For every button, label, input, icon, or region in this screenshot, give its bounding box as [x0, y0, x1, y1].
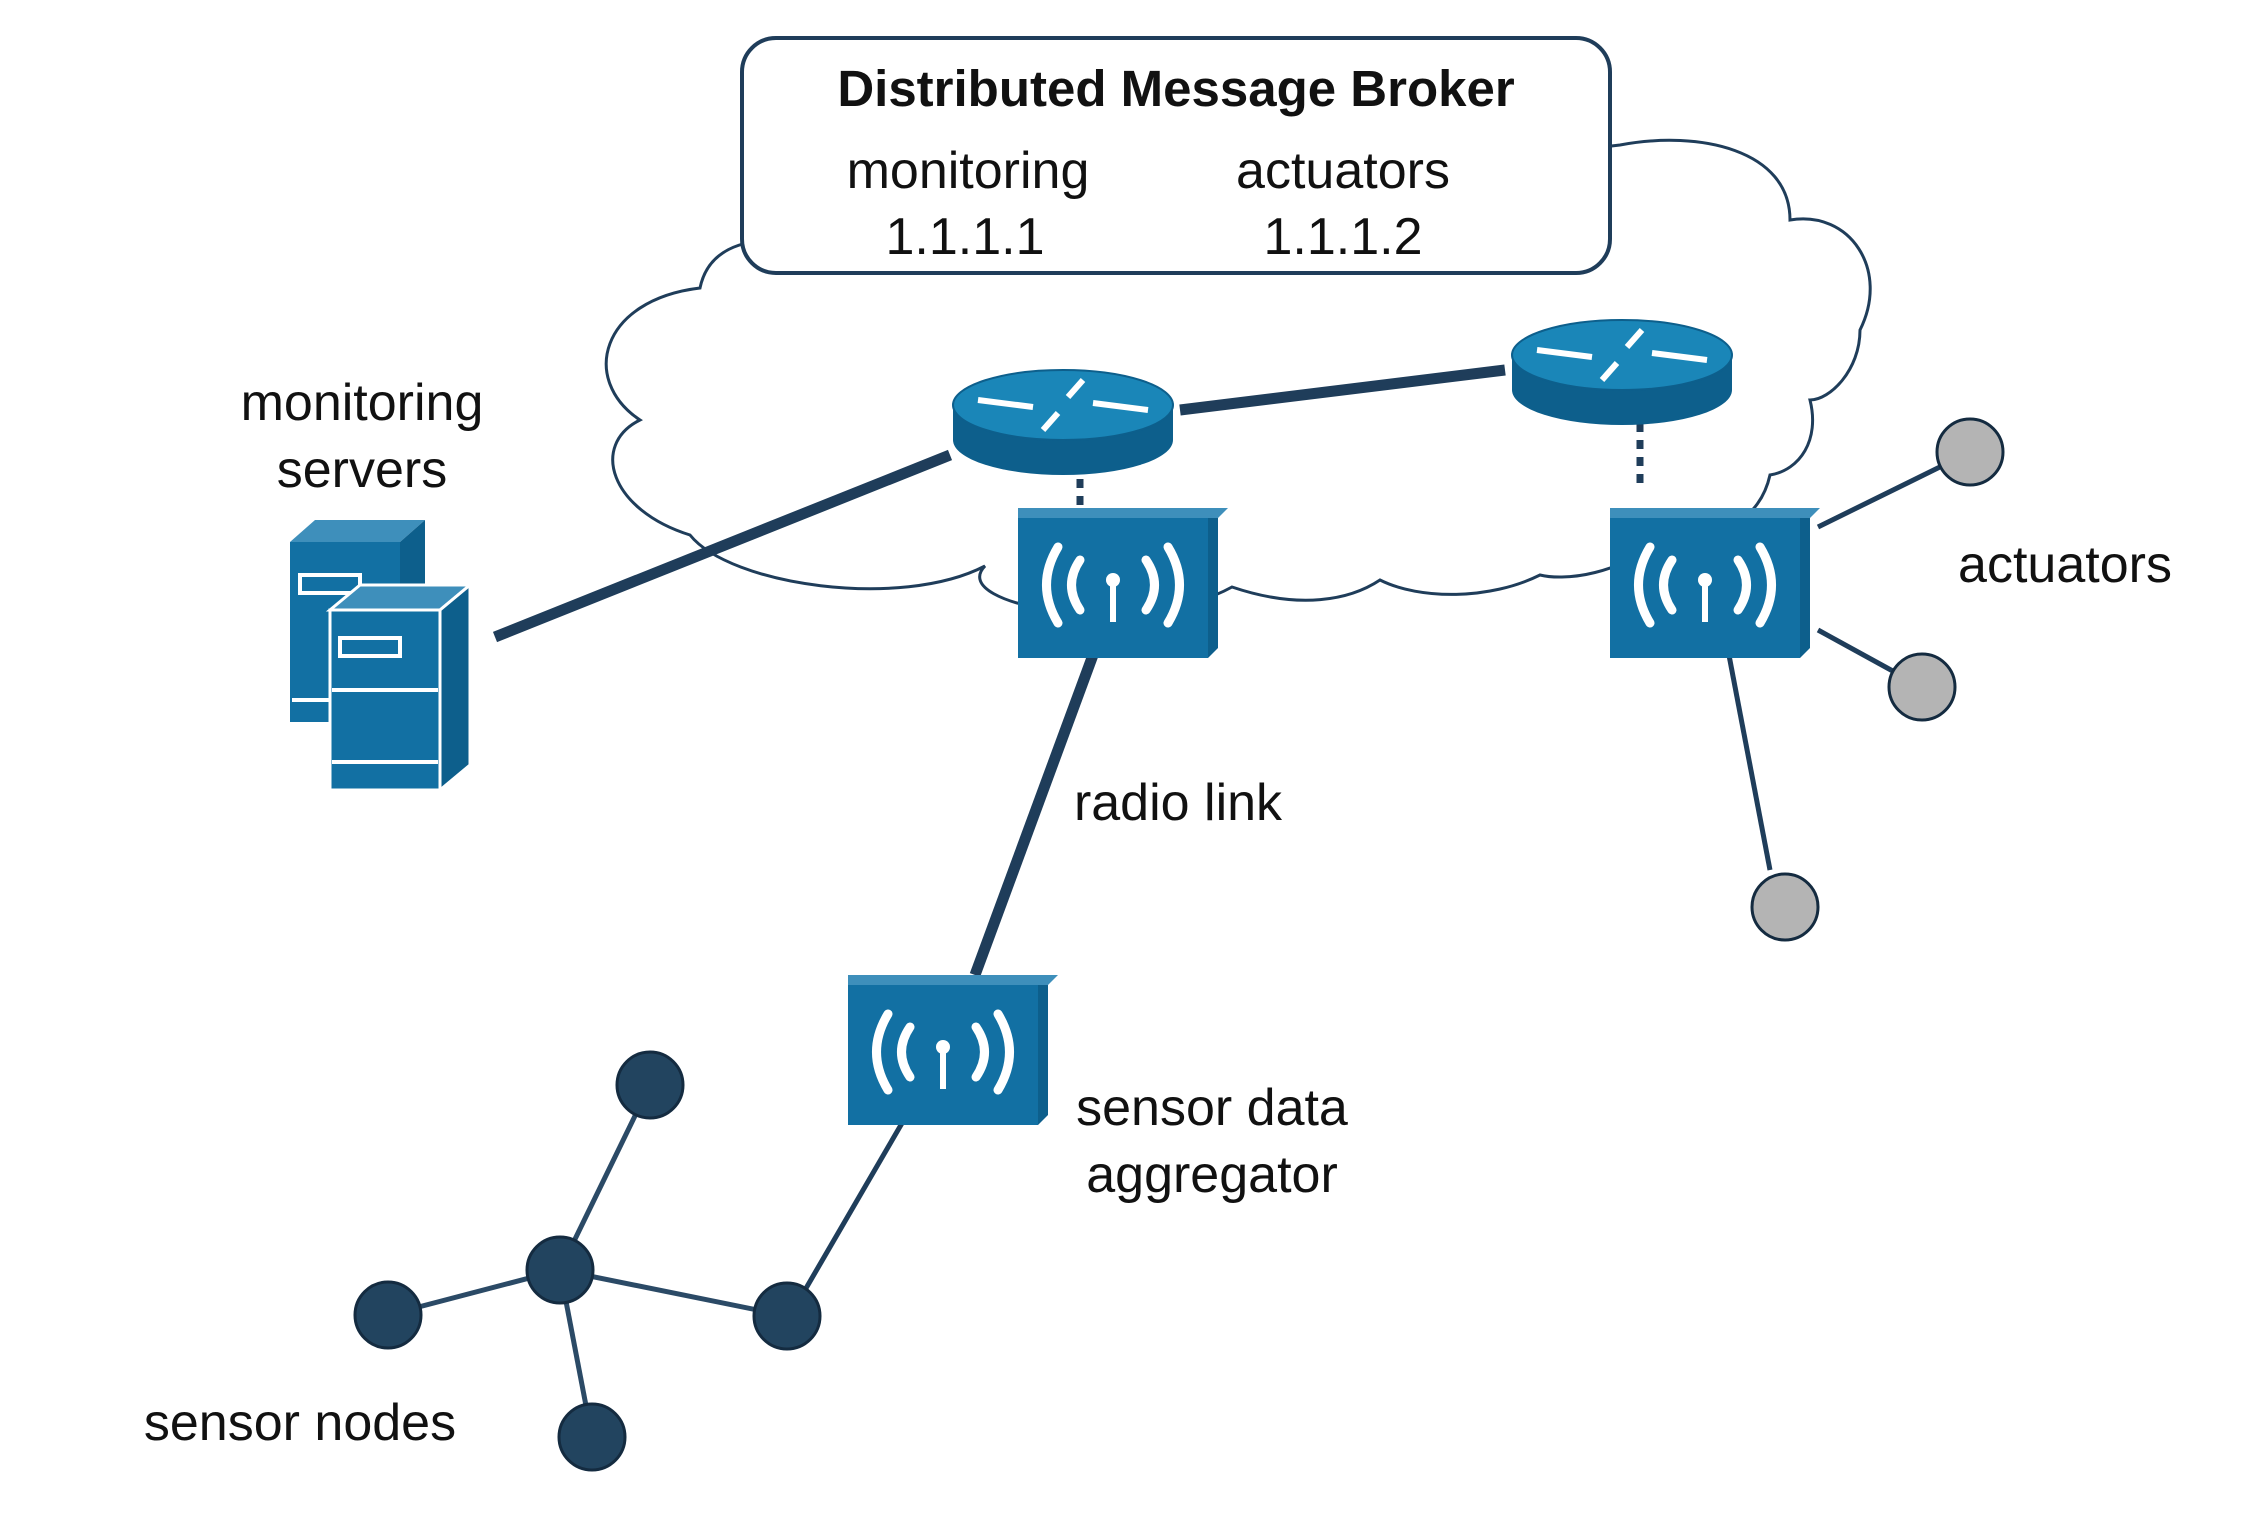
broker-topic-monitoring: monitoring — [847, 142, 1090, 200]
label-monitoring-servers-line1: monitoring — [241, 374, 484, 432]
label-sensor-data-aggregator-line1: sensor data — [1076, 1079, 1348, 1137]
message-broker-box — [740, 36, 1612, 275]
actuator-node — [1887, 652, 1957, 722]
label-sensor-nodes: sensor nodes — [144, 1394, 456, 1452]
link-ap-actuator-3 — [1725, 649, 1773, 871]
actuator-nodes — [1750, 417, 2005, 942]
link-router-router — [1179, 364, 1506, 416]
radio-link — [969, 653, 1099, 977]
sensor-nodes — [353, 1050, 822, 1472]
link-ap-actuator-1 — [1816, 459, 1952, 530]
broker-topic-actuators: actuators — [1236, 142, 1450, 200]
sensor-node — [353, 1280, 423, 1350]
label-radio-link: radio link — [1074, 774, 1283, 832]
label-monitoring-servers-line2: servers — [277, 441, 447, 499]
link-aggregator-sensor — [802, 1116, 908, 1292]
sensor-node — [557, 1402, 627, 1472]
server-icon — [290, 520, 475, 794]
actuator-node — [1935, 417, 2005, 487]
label-sensor-data-aggregator-line2: aggregator — [1086, 1146, 1338, 1204]
wireless-access-point-icon — [1610, 508, 1820, 658]
broker-address-monitoring: 1.1.1.1 — [885, 208, 1044, 266]
label-actuators: actuators — [1958, 536, 2172, 594]
link-ap-actuator-2 — [1816, 627, 1902, 678]
sensor-data-aggregator-icon — [848, 975, 1058, 1125]
wireless-access-point-icon — [1018, 508, 1228, 658]
router-icon — [952, 369, 1174, 475]
sensor-node — [752, 1281, 822, 1351]
broker-title: Distributed Message Broker — [837, 60, 1515, 117]
sensor-node — [615, 1050, 685, 1120]
sensor-node — [525, 1235, 595, 1305]
actuator-node — [1750, 872, 1820, 942]
router-icon — [1511, 319, 1733, 425]
network-cloud-outline — [604, 138, 1872, 616]
broker-address-actuators: 1.1.1.2 — [1263, 208, 1422, 266]
link-server-router — [492, 449, 953, 643]
